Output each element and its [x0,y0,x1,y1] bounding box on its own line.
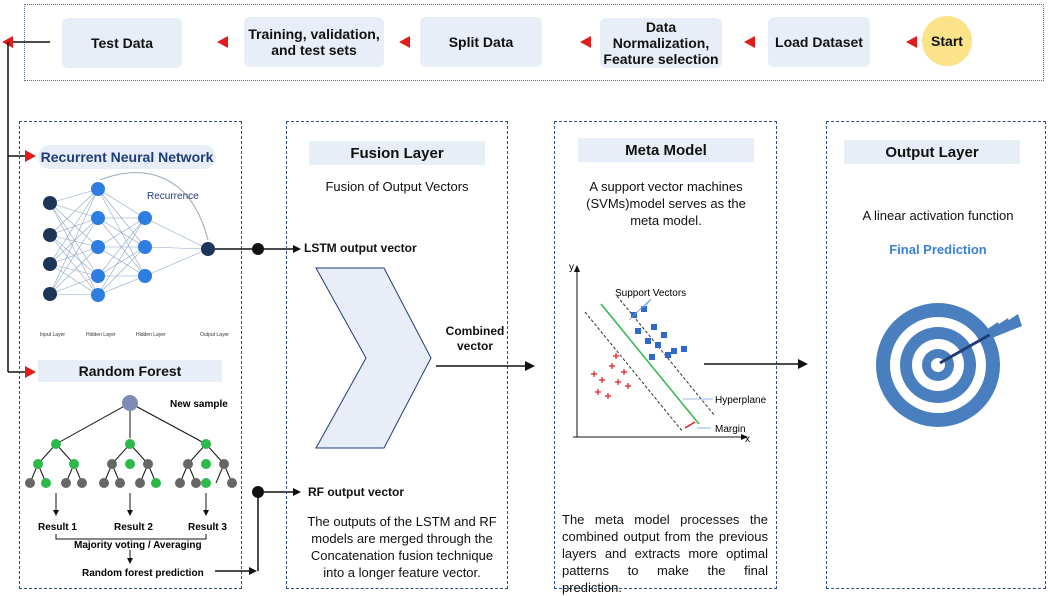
step-load-dataset-label: Load Dataset [775,34,863,50]
class-a-points [591,353,631,399]
step-split-data-label: Split Data [448,34,514,50]
hyperplane-label: Hyperplane [715,395,767,406]
step-split-data: Split Data [420,17,542,67]
layer-label-hidden-1: Hidden Layer [86,332,116,338]
rnn-title-label: Recurrent Neural Network [40,149,214,165]
rf-prediction-label: Random forest prediction [82,568,204,579]
step-normalization-label: Data Normalization, Feature selection [603,19,719,67]
step-load-dataset: Load Dataset [768,17,870,67]
layer-label-output: Output Layer [200,332,229,338]
layer-label-input: Input Layer [40,332,65,338]
output-title: Output Layer [844,140,1020,164]
rnn-title: Recurrent Neural Network [38,145,216,169]
svm-diagram: y x Support Vectors Hyperplane Margin [569,262,767,445]
step-normalization: Data Normalization, Feature selection [600,18,722,68]
target-icon [876,303,1022,427]
arrow-head-1 [217,36,228,48]
output-subtitle: A linear activation function [862,208,1014,223]
majority-label: Majority voting / Averaging [74,540,202,551]
final-prediction-label: Final Prediction [889,242,987,257]
start-node: Start [922,16,972,66]
fusion-chevron [315,267,432,449]
arrow-head-5 [906,36,917,48]
result-2-label: Result 2 [114,522,153,533]
lstm-vector-label: LSTM output vector [304,241,417,255]
output-panel [826,121,1046,589]
meta-subtitle: A support vector machines (SVMs)model se… [586,179,746,228]
fusion-description: The outputs of the LSTM and RF models ar… [307,514,497,580]
fusion-title-label: Fusion Layer [350,144,444,162]
rf-title-label: Random Forest [78,363,182,379]
recurrence-label: Recurrence [147,191,199,202]
meta-title-label: Meta Model [625,141,707,159]
new-sample-label: New sample [170,399,228,410]
step-test-data: Test Data [62,18,182,68]
result-1-label: Result 1 [38,522,77,533]
result-3-label: Result 3 [188,522,227,533]
arrow-head-4 [744,36,755,48]
step-training-sets-label: Training, validation, and test sets [248,26,380,58]
meta-description: The meta model processes the combined ou… [562,512,768,595]
arrow-head-3 [580,36,591,48]
output-title-label: Output Layer [885,143,979,161]
start-label: Start [931,33,963,49]
margin-label: Margin [715,424,746,435]
meta-panel [554,121,777,589]
meta-title: Meta Model [578,138,754,162]
step-test-data-label: Test Data [91,35,153,51]
support-vectors-label: Support Vectors [615,288,686,299]
rf-vector-label: RF output vector [308,485,404,499]
svm-axis-y: y [569,262,574,273]
fusion-subtitle: Fusion of Output Vectors [325,179,469,194]
fusion-panel [286,121,508,589]
combined-vector-label: Combined vector [445,324,505,353]
fusion-title: Fusion Layer [309,141,485,165]
rf-title: Random Forest [38,360,222,382]
svm-axis-x: x [745,434,750,445]
layer-label-hidden-2: Hidden Layer [136,332,166,338]
random-forest-diagram: New sample Result 1 Result 2 Result 3 Ma… [25,395,237,579]
models-panel [19,121,242,589]
arrow-head-2 [399,36,410,48]
neural-network-diagram: Recurrence Input Layer Hidden Layer Hidd… [40,172,229,338]
step-training-sets: Training, validation, and test sets [244,17,384,67]
